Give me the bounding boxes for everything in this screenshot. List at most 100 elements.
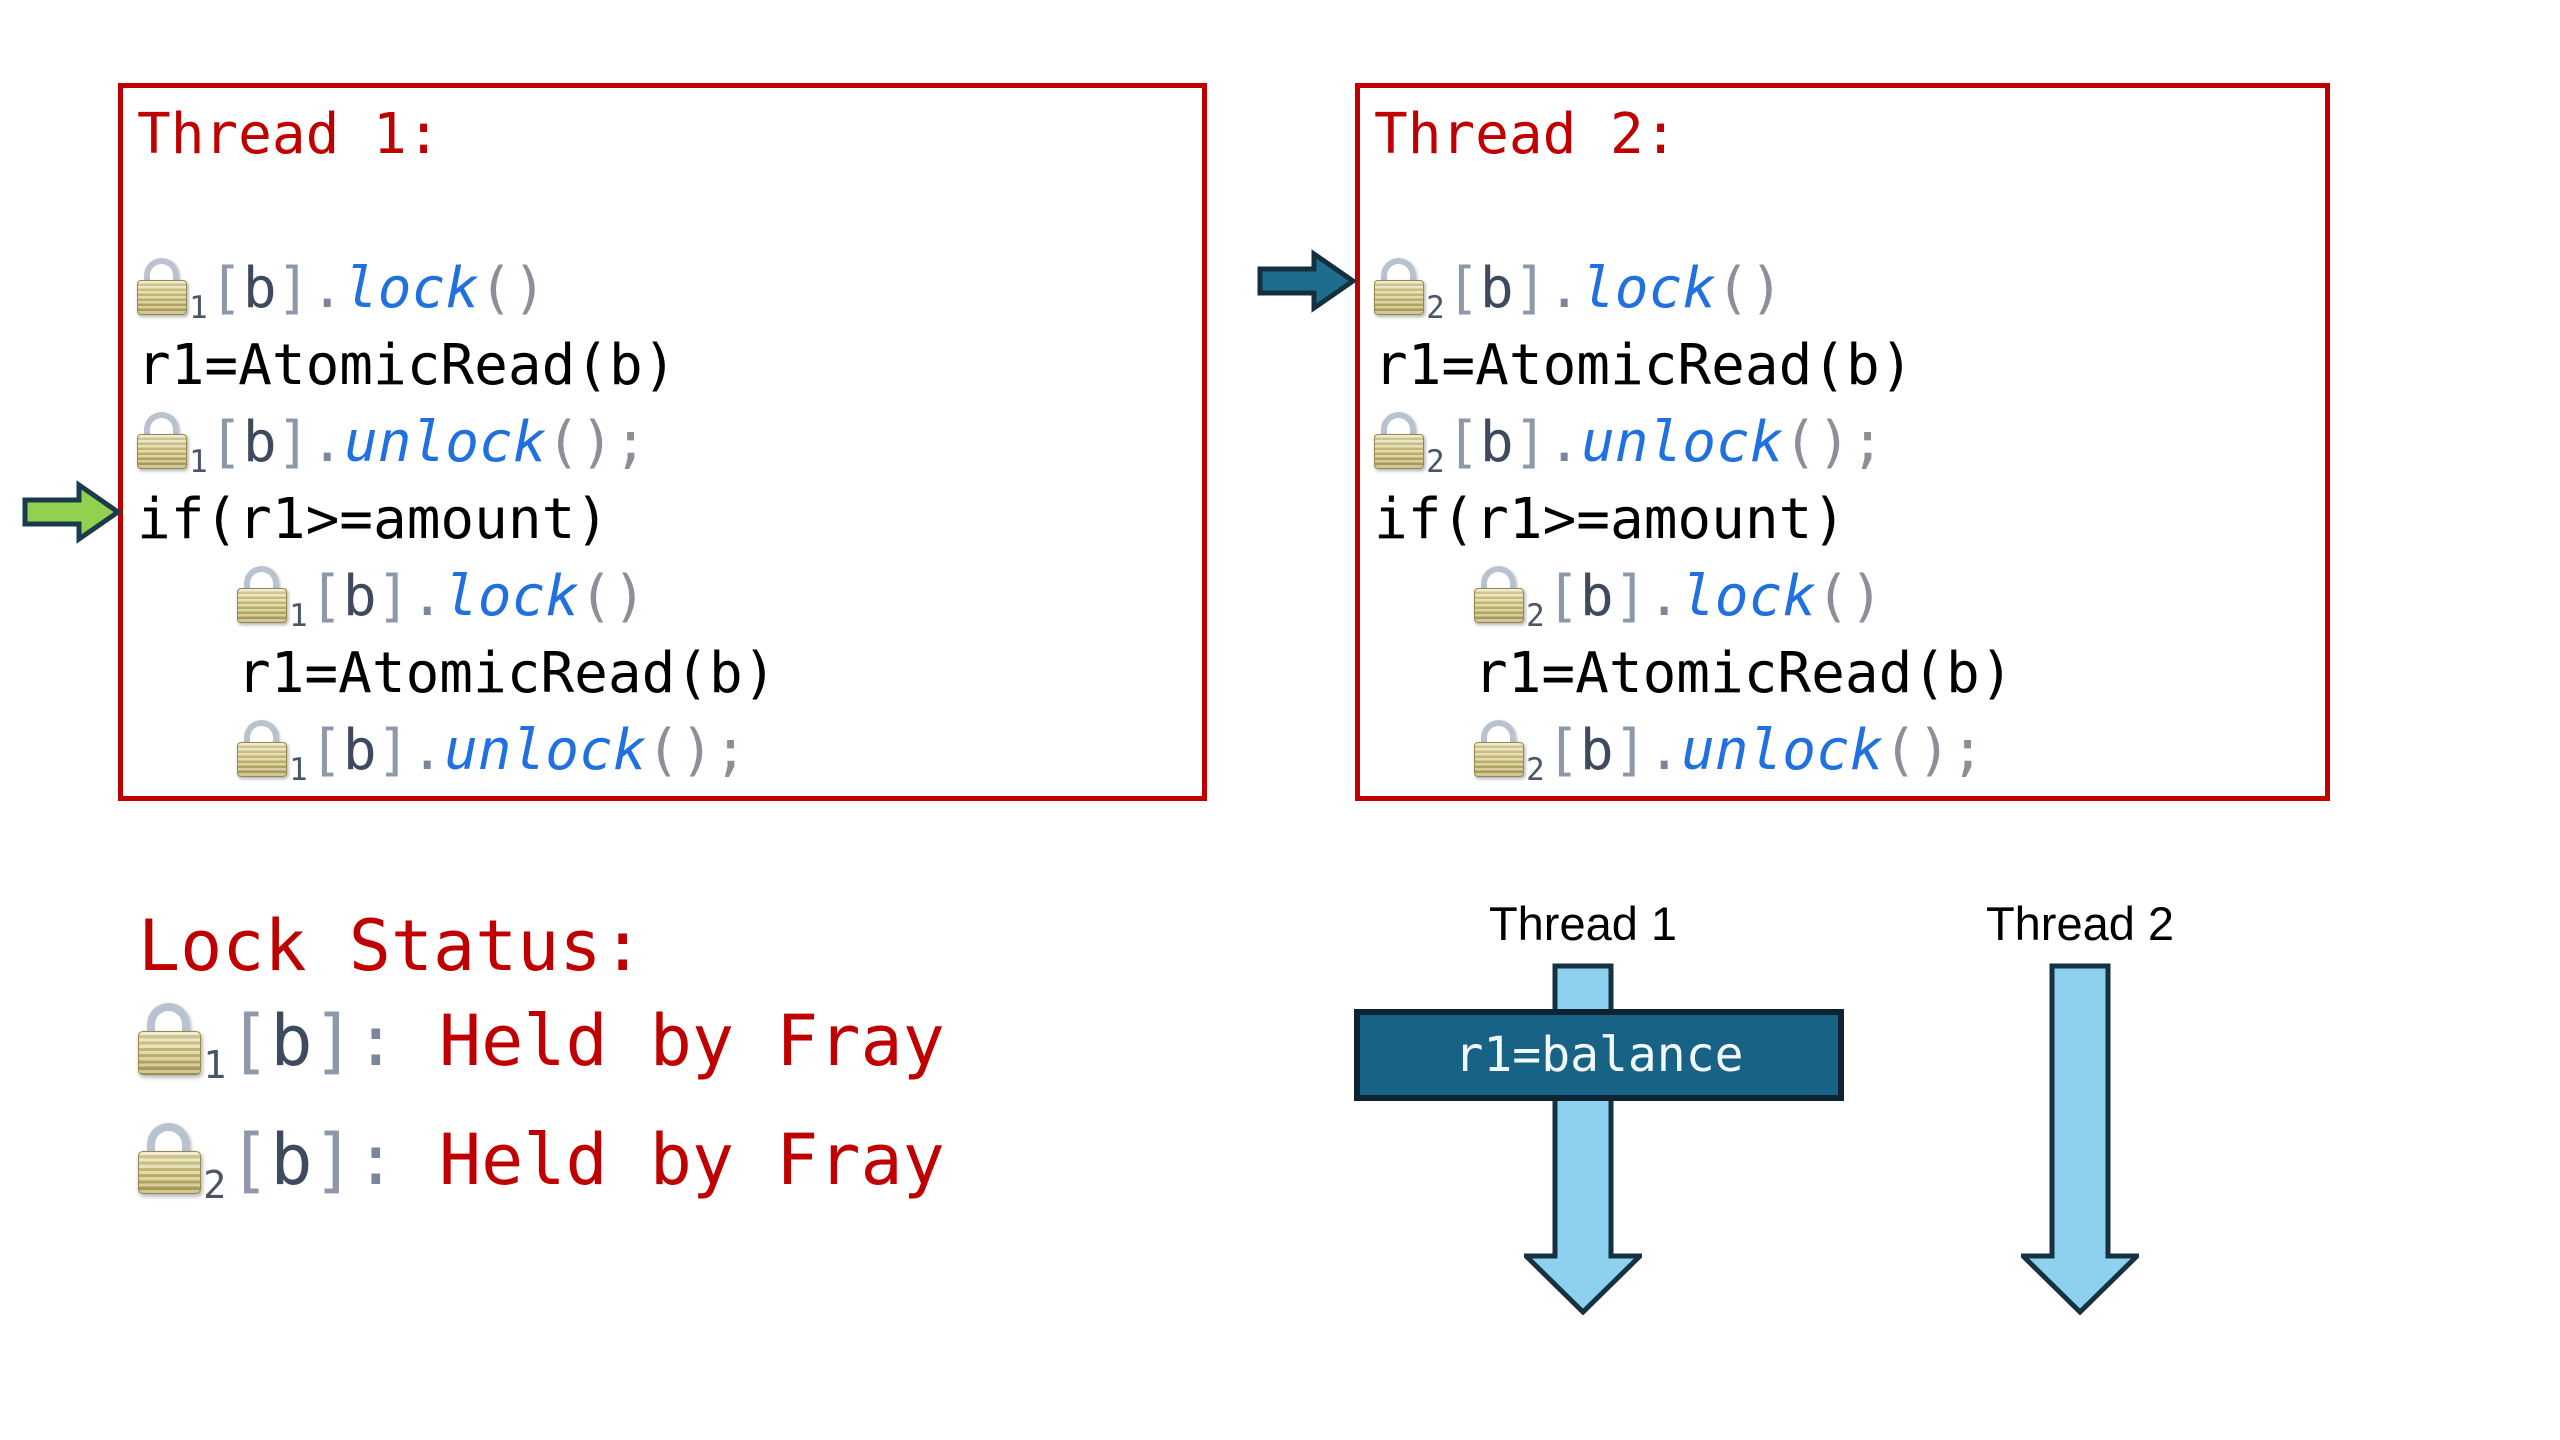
lock-icon <box>237 719 289 778</box>
code-token: b <box>270 1119 313 1202</box>
code-token: [ <box>228 1119 271 1202</box>
code-token: b <box>1579 564 1614 629</box>
code-token: [ <box>1546 564 1580 629</box>
code-token: unlock <box>1681 718 1884 783</box>
code-token: lock <box>344 256 479 321</box>
code-token: ] <box>376 718 411 783</box>
code-token: ] <box>1613 718 1648 783</box>
lock-subscript: 1 <box>189 443 208 480</box>
code-token: b <box>242 256 277 321</box>
code-token: . <box>1647 564 1682 629</box>
lock-body <box>138 1150 201 1195</box>
code-token: b <box>1479 256 1514 321</box>
code-line: 2[b].unlock(); <box>1374 712 2325 789</box>
thread1-code: 1[b].lock()r1=AtomicRead(b)1[b].unlock()… <box>137 173 1202 789</box>
code-token: lock <box>1681 564 1816 629</box>
event-box-label: r1=balance <box>1454 1027 1744 1083</box>
code-token: b <box>270 1000 313 1082</box>
code-line: 2[b].lock() <box>1374 558 2325 635</box>
code-token: unlock <box>444 718 647 783</box>
lock-shackle <box>1481 719 1516 753</box>
timeline-thread1-label: Thread 1 <box>1488 897 1678 950</box>
code-line: r1=AtomicRead(b) <box>1374 327 2325 404</box>
code-token: . <box>1547 256 1582 321</box>
code-line <box>1374 173 2325 250</box>
code-line: if(r1>=amount) <box>1374 481 2325 558</box>
lock-body <box>1474 588 1525 623</box>
code-token: ] <box>1513 410 1548 475</box>
lock-icon <box>138 1003 202 1076</box>
lock-shackle <box>1381 257 1416 291</box>
lock-subscript: 1 <box>289 597 308 634</box>
lock-shackle <box>244 565 279 599</box>
code-token: Held by Fray <box>396 1000 945 1082</box>
teal-arrow-icon <box>1257 249 1357 313</box>
code-token: : <box>354 1119 397 1202</box>
lock-subscript: 2 <box>1426 289 1445 326</box>
code-token: [ <box>309 718 343 783</box>
code-line: r1=AtomicRead(b) <box>137 327 1202 404</box>
lock-body <box>137 280 188 315</box>
lock-icon <box>1374 411 1426 470</box>
code-token: () <box>1815 564 1884 629</box>
code-line: 1[b].unlock(); <box>137 404 1202 481</box>
thread1-box: Thread 1: 1[b].lock()r1=AtomicRead(b)1[b… <box>118 83 1207 801</box>
code-token: ] <box>312 1000 355 1082</box>
event-box: r1=balance <box>1354 1009 1844 1101</box>
lock-icon <box>138 1122 202 1196</box>
code-token: (); <box>646 718 748 783</box>
lock-subscript: 2 <box>1426 443 1445 480</box>
lock-body <box>237 742 288 777</box>
code-token: : <box>354 1000 397 1082</box>
code-token: lock <box>444 564 579 629</box>
code-token: [ <box>309 564 343 629</box>
code-line: 1[b].lock() <box>137 558 1202 635</box>
code-line: 2[b].unlock(); <box>1374 404 2325 481</box>
timeline-thread2-label: Thread 2 <box>1985 897 2175 950</box>
lock-status-title: Lock Status: <box>138 905 644 987</box>
code-token: . <box>1547 410 1582 475</box>
code-token: () <box>1715 256 1784 321</box>
code-line <box>137 173 1202 250</box>
lock-body <box>237 588 288 623</box>
code-token: () <box>578 564 647 629</box>
code-token: b <box>342 718 377 783</box>
code-token: r1=AtomicRead(b) <box>137 333 677 398</box>
code-line: r1=AtomicRead(b) <box>137 635 1202 712</box>
code-token: r1=AtomicRead(b) <box>1374 333 1914 398</box>
thread2-box: Thread 2: 2[b].lock()r1=AtomicRead(b)2[b… <box>1355 83 2330 801</box>
lock-shackle <box>147 1003 191 1044</box>
code-token: b <box>342 564 377 629</box>
lock-status-entry: 1[b]: Held by Fray <box>138 994 945 1113</box>
code-line: if(r1>=amount) <box>137 481 1202 558</box>
lock-subscript: 1 <box>189 289 208 326</box>
code-token: (); <box>1883 718 1985 783</box>
code-token: lock <box>1581 256 1716 321</box>
lock-shackle <box>1481 565 1516 599</box>
lock-icon <box>137 411 189 470</box>
code-token: ] <box>376 564 411 629</box>
lock-subscript: 2 <box>1526 751 1545 788</box>
code-token: (); <box>546 410 648 475</box>
lock-shackle <box>147 1122 191 1164</box>
lock-subscript: 2 <box>203 1162 227 1208</box>
code-token: . <box>1647 718 1682 783</box>
code-token: () <box>478 256 547 321</box>
code-line: 2[b].lock() <box>1374 250 2325 327</box>
code-token: b <box>1579 718 1614 783</box>
code-token: ] <box>1613 564 1648 629</box>
code-token: [ <box>209 410 243 475</box>
thread2-title: Thread 2: <box>1374 102 1678 167</box>
thread2-code: 2[b].lock()r1=AtomicRead(b)2[b].unlock()… <box>1374 173 2325 789</box>
lock-body <box>1474 742 1525 777</box>
lock-icon <box>1474 719 1526 778</box>
code-token: [ <box>1546 718 1580 783</box>
code-token: ] <box>276 256 311 321</box>
lock-body <box>1374 280 1425 315</box>
code-token: . <box>310 410 345 475</box>
code-token: b <box>1479 410 1514 475</box>
lock-status-entry: 2[b]: Held by Fray <box>138 1113 945 1232</box>
